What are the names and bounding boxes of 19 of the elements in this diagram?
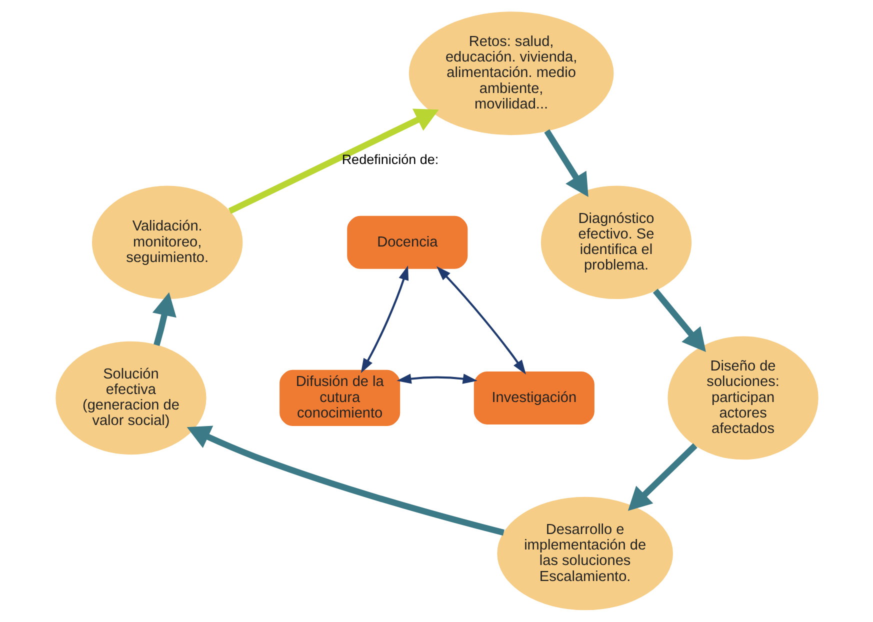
- arrow: [627, 443, 697, 511]
- edge-label: Redefinición de:: [341, 152, 438, 167]
- node-ellipse: Diagnóstico efectivo. Se identifica el problema.: [540, 186, 692, 300]
- arrow: [396, 374, 477, 384]
- node-ellipse: Validación. monitoreo, seguimiento.: [92, 186, 242, 300]
- node-box: Investigación: [473, 371, 594, 424]
- arrow: [544, 129, 588, 198]
- node-ellipse: Retos: salud, educación. vivienda, alimentación. medio ambiente, movilidad...: [408, 12, 614, 136]
- arrow: [186, 426, 504, 536]
- arrow: [652, 288, 706, 352]
- node-ellipse: Solución efectiva (generacion de valor social): [55, 341, 206, 455]
- node-box: Difusión de la cutura conocimiento: [279, 370, 400, 426]
- arrow: [360, 265, 408, 374]
- arrow: [228, 108, 438, 214]
- arrow: [436, 266, 526, 375]
- node-box: Docencia: [346, 216, 468, 269]
- node-ellipse: Diseño de soluciones: participan actores afectados: [667, 336, 818, 460]
- node-ellipse: Desarrollo e implementación de las soluciones Escalamiento.: [496, 496, 672, 610]
- arrow: [152, 292, 176, 346]
